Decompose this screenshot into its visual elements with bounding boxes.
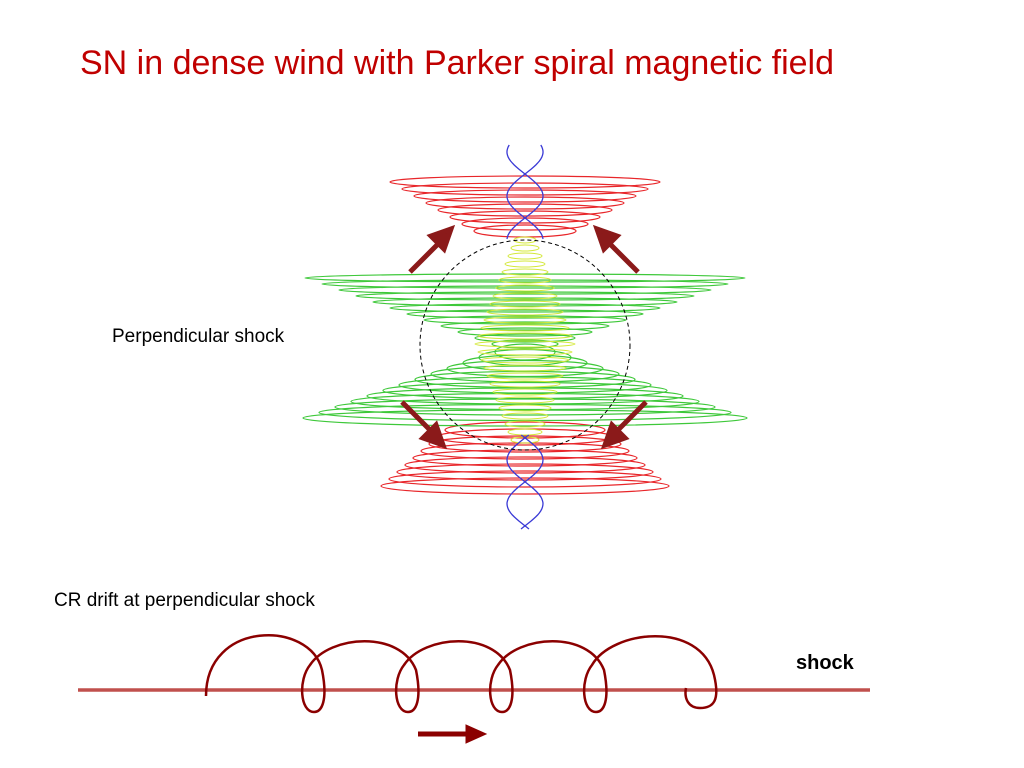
yellow-field-loop (507, 252, 543, 260)
red-field-loop (404, 456, 646, 474)
yellow-field-loop (492, 292, 558, 300)
blue-helix-strand (506, 144, 544, 240)
slide-title: SN in dense wind with Parker spiral magn… (80, 44, 835, 82)
arrow-upper-right (592, 224, 640, 274)
green-field-loop (423, 315, 627, 325)
green-field-loop (372, 297, 678, 307)
green-field-loop (302, 409, 748, 427)
parker-spiral-field-diagram (302, 144, 748, 530)
red-field-loop (449, 210, 601, 224)
green-field-loop (304, 273, 746, 283)
red-field-loop (428, 435, 622, 453)
blue-helix-strand (506, 434, 544, 530)
yellow-field-loop (480, 324, 570, 332)
green-field-loop (457, 327, 593, 337)
yellow-field-loop (498, 404, 552, 412)
yellow-field-loop (495, 284, 555, 292)
red-field-loop (413, 189, 637, 203)
yellow-field-loop (504, 260, 546, 268)
red-field-loop (396, 463, 654, 481)
red-field-loop (473, 224, 577, 238)
green-field-loop (406, 309, 644, 319)
upper-red-spiral (389, 175, 661, 238)
yellow-field-loop (504, 420, 546, 428)
lower-red-spiral (380, 421, 670, 495)
inner-yellow-spiral (474, 236, 576, 444)
yellow-field-loop (501, 412, 549, 420)
yellow-field-loop (480, 356, 570, 364)
yellow-field-loop (492, 388, 558, 396)
green-field-loop (491, 339, 559, 349)
red-field-loop (425, 196, 625, 210)
green-field-loop (440, 321, 610, 331)
yellow-field-loop (501, 268, 549, 276)
yellow-field-loop (510, 436, 540, 444)
red-field-loop (401, 182, 649, 196)
yellow-field-loop (507, 428, 543, 436)
yellow-field-loop (483, 316, 567, 324)
yellow-field-loop (486, 372, 564, 380)
green-field-loop (334, 398, 716, 416)
upper-green-spiral (304, 273, 746, 349)
yellow-field-loop (513, 236, 537, 244)
green-field-loop (430, 365, 620, 383)
yellow-field-loop (510, 244, 540, 252)
arrow-lower-right (600, 400, 648, 450)
green-field-loop (355, 291, 695, 301)
red-field-loop (388, 470, 662, 488)
red-field-loop (389, 175, 661, 189)
shock-front-circle (419, 239, 631, 451)
red-field-loop (437, 203, 613, 217)
arrow-lower-left (400, 400, 448, 450)
shock-label: shock (796, 652, 854, 674)
red-field-loop (380, 477, 670, 495)
yellow-field-loop (495, 396, 555, 404)
yellow-field-loop (498, 276, 552, 284)
cr-drift-label: CR drift at perpendicular shock (54, 590, 315, 611)
drift-orbit-path (204, 634, 718, 714)
green-field-loop (474, 333, 576, 343)
yellow-field-loop (477, 332, 573, 340)
green-field-loop (389, 303, 661, 313)
cr-drift-diagram (78, 634, 870, 744)
lower-green-spiral (302, 343, 748, 427)
drift-direction-arrow (418, 724, 488, 744)
blue-helix-strand (506, 144, 544, 240)
perpendicular-shock-label: Perpendicular shock (112, 326, 285, 347)
green-field-loop (321, 279, 729, 289)
yellow-field-loop (483, 364, 567, 372)
axial-blue-helix (506, 144, 544, 530)
green-field-loop (338, 285, 712, 295)
yellow-field-loop (477, 348, 573, 356)
yellow-field-loop (489, 380, 561, 388)
yellow-field-loop (474, 340, 576, 348)
yellow-field-loop (486, 308, 564, 316)
arrow-upper-left (408, 224, 456, 274)
yellow-field-loop (489, 300, 561, 308)
